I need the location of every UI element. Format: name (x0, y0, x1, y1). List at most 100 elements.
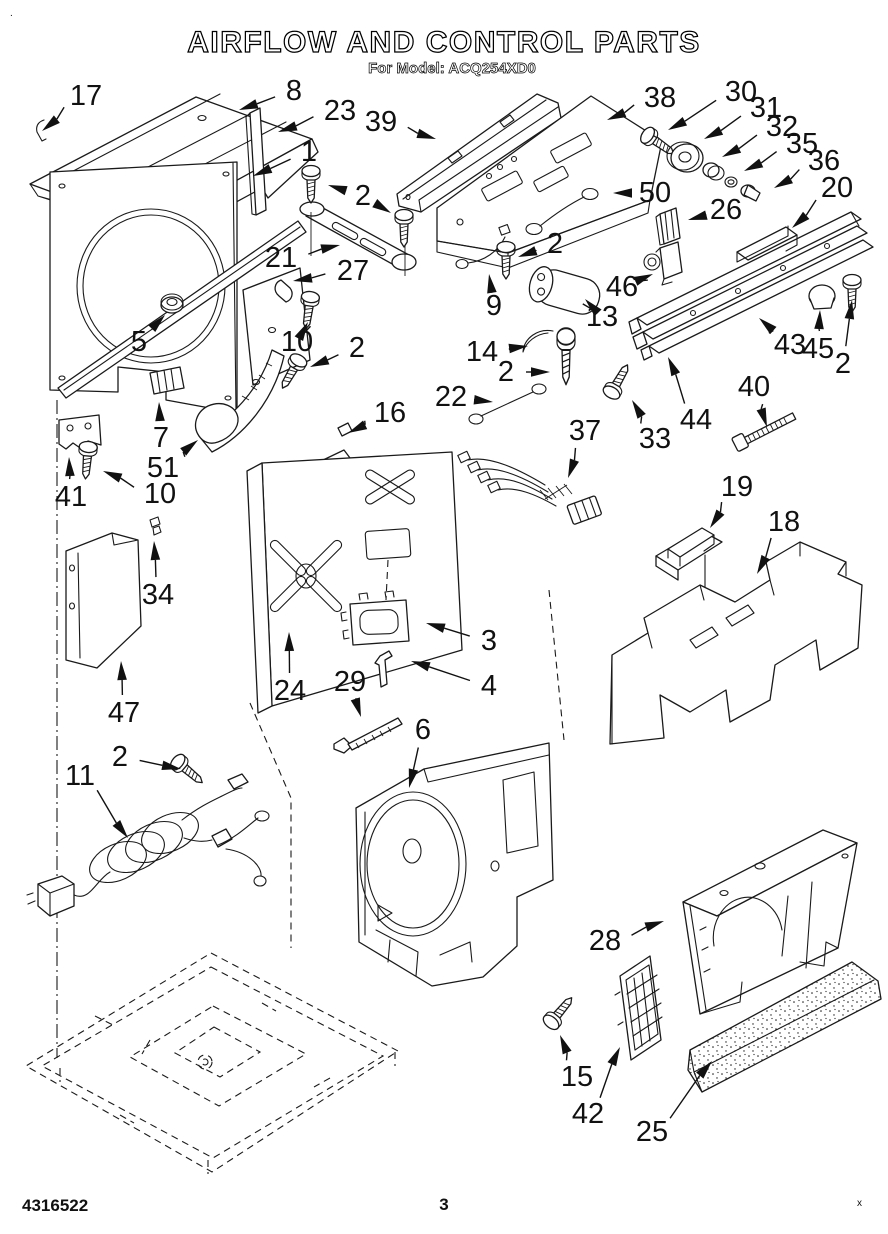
callout-44: 44 (668, 357, 712, 436)
foam-channel (655, 527, 723, 581)
callout-47: 47 (108, 661, 140, 729)
hook-wire-14 (522, 329, 554, 353)
foam-seal-strip-25 (687, 961, 882, 1093)
svg-text:2: 2 (349, 332, 365, 364)
svg-text:38: 38 (644, 82, 676, 114)
bolt (556, 327, 576, 386)
callout-31: 31 (704, 92, 782, 139)
svg-text:14: 14 (466, 336, 498, 368)
screw (539, 991, 580, 1033)
callout-19: 19 (710, 471, 753, 528)
side-baffle-47 (65, 532, 142, 669)
callout-34: 34 (142, 541, 174, 611)
knob-shaft-parts (666, 141, 761, 202)
svg-text:16: 16 (374, 397, 406, 429)
svg-text:4: 4 (481, 670, 497, 702)
capacitor-13 (528, 266, 601, 315)
svg-text:42: 42 (572, 1098, 604, 1130)
svg-text:3: 3 (481, 625, 497, 657)
callout-18: 18 (757, 506, 800, 574)
svg-text:2: 2 (835, 348, 851, 380)
callout-15: 15 (560, 1035, 593, 1093)
base-pan-reference (24, 952, 400, 1174)
svg-text:10: 10 (144, 478, 176, 510)
svg-text:5: 5 (131, 326, 147, 358)
callout-45: 45 (802, 310, 834, 365)
callout-11: 11 (65, 760, 128, 838)
svg-text:18: 18 (768, 506, 800, 538)
callout-30: 30 (668, 76, 757, 130)
clip-34 (149, 516, 162, 536)
callout-10: 10 (103, 471, 176, 510)
threaded-rod-40 (731, 412, 797, 452)
screw (394, 208, 414, 248)
callout-7: 7 (153, 402, 169, 454)
foam-air-director (609, 541, 863, 745)
callout-2: 2 (498, 356, 550, 388)
svg-text:33: 33 (639, 423, 671, 455)
front-panel (49, 161, 307, 414)
callout-51: 51 (147, 440, 198, 484)
svg-text:34: 34 (142, 579, 174, 611)
svg-text:47: 47 (108, 697, 140, 729)
hex-nut-5 (160, 293, 184, 314)
svg-text:31: 31 (750, 92, 782, 124)
svg-text:2: 2 (498, 356, 514, 388)
vent-grille-42 (614, 955, 663, 1061)
callout-36: 36 (774, 145, 840, 188)
svg-text:17: 17 (70, 80, 102, 112)
callout-2: 2 (518, 228, 563, 260)
svg-text:30: 30 (725, 76, 757, 108)
svg-text:37: 37 (569, 415, 601, 447)
svg-text:11: 11 (65, 760, 95, 792)
callout-29: 29 (334, 666, 366, 717)
control-mount-3 (340, 590, 410, 646)
svg-text:20: 20 (821, 172, 853, 204)
screw (167, 750, 209, 791)
callout-16: 16 (348, 397, 406, 433)
blower-scroll-panel-6 (355, 742, 554, 987)
svg-text:40: 40 (738, 371, 770, 403)
callout-4: 4 (411, 661, 497, 702)
callout-46: 46 (606, 271, 653, 303)
callout-27: 27 (293, 255, 369, 287)
svg-text:32: 32 (766, 111, 798, 143)
control-rail-assembly (628, 211, 874, 361)
cable-tie-29 (333, 717, 403, 754)
air-guide-panel-24 (246, 451, 463, 714)
svg-text:23: 23 (324, 95, 356, 127)
svg-text:41: 41 (55, 481, 87, 513)
footer-part-number: 4316522 (22, 1196, 88, 1215)
callout-13: 13 (582, 299, 618, 333)
callout-50: 50 (613, 177, 671, 209)
screw (496, 240, 516, 280)
callout-43: 43 (759, 318, 806, 361)
callout-23: 23 (278, 95, 356, 132)
callout-42: 42 (572, 1047, 620, 1130)
power-cord-11 (26, 773, 270, 917)
svg-text:43: 43 (774, 329, 806, 361)
callout-25: 25 (636, 1061, 712, 1148)
svg-text:36: 36 (808, 145, 840, 177)
callout-1: 1 (253, 136, 317, 176)
svg-text:8: 8 (286, 75, 302, 107)
page-title: AIRFLOW AND CONTROL PARTS (187, 26, 701, 59)
callout-2: 2 (112, 741, 181, 773)
svg-text:22: 22 (435, 381, 467, 413)
wire-harness-37 (457, 450, 602, 525)
callout-2: 2 (835, 300, 855, 380)
callout-2: 2 (328, 180, 391, 213)
page-subtitle: For Model: ACQ254XD0 (368, 60, 536, 77)
jumper-wire-50 (525, 187, 599, 236)
callout-22: 22 (435, 381, 493, 413)
svg-text:29: 29 (334, 666, 366, 698)
callout-20: 20 (792, 172, 853, 228)
callout-6: 6 (408, 714, 431, 788)
corner-mark: x (857, 1198, 862, 1209)
callout-14: 14 (466, 336, 528, 368)
terminal-block-7 (149, 366, 185, 395)
clip-4 (374, 650, 393, 688)
callout-8: 8 (239, 75, 302, 110)
